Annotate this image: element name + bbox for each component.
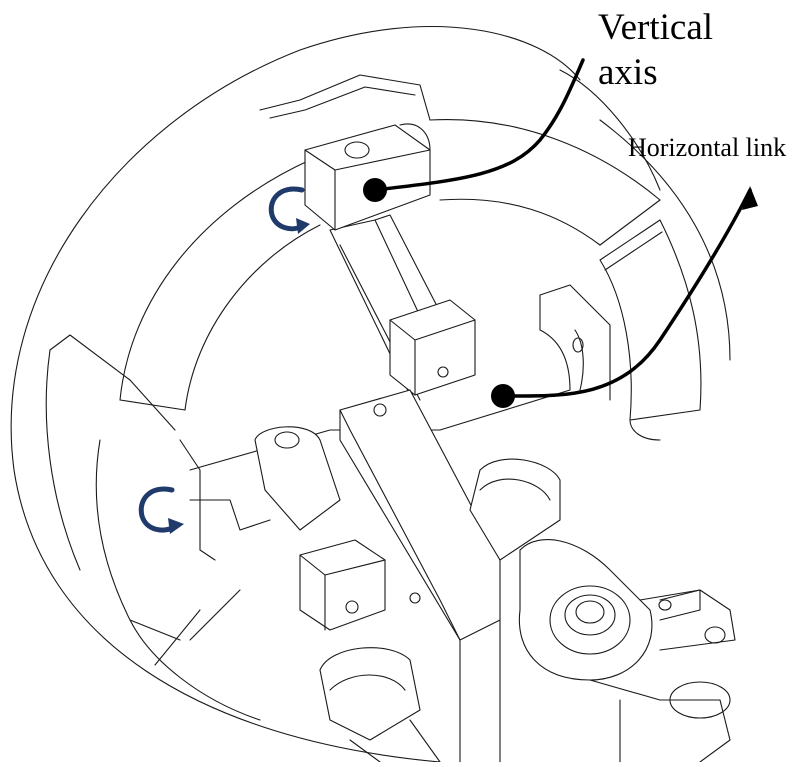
left-pivot-arm	[254, 426, 386, 631]
middle-block	[389, 299, 476, 396]
right-ring-segment	[599, 219, 702, 441]
upper-bearing-block	[304, 123, 431, 231]
horizontal-link-label: Horizontal link	[628, 133, 787, 162]
vertical-axis-label-line1: Vertical	[598, 7, 714, 48]
lower-base-plate	[459, 619, 731, 763]
rotation-arrow-lower-icon	[138, 486, 184, 534]
right-rod-end	[469, 458, 736, 681]
vertical-axis-leader	[363, 58, 585, 202]
horizontal-link-part	[179, 284, 611, 561]
left-lower-ring-segment	[45, 334, 261, 721]
vertical-axis-label-line2: axis	[598, 52, 658, 93]
rotation-arrow-upper-icon	[268, 186, 310, 234]
lower-rod-end	[319, 647, 441, 763]
horizontal-link-leader	[491, 186, 758, 408]
